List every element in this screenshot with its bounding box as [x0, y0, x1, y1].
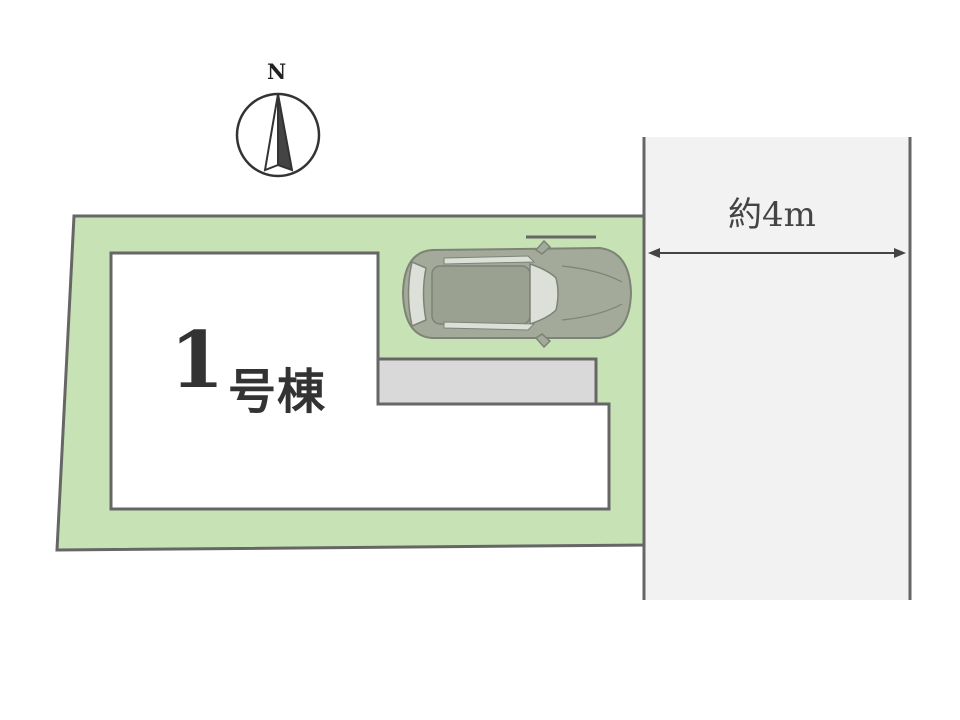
building-suffix: 号棟 — [228, 364, 327, 420]
building-footprint — [109, 251, 611, 511]
road — [644, 137, 910, 600]
north-label: N — [267, 59, 287, 84]
road-width-label: 約4m — [728, 195, 816, 235]
road-width-dimension — [648, 248, 906, 258]
parking-pad — [376, 357, 598, 406]
north-arrow-icon — [235, 92, 321, 178]
car-icon — [401, 239, 633, 349]
building-number: 1 — [170, 315, 225, 406]
